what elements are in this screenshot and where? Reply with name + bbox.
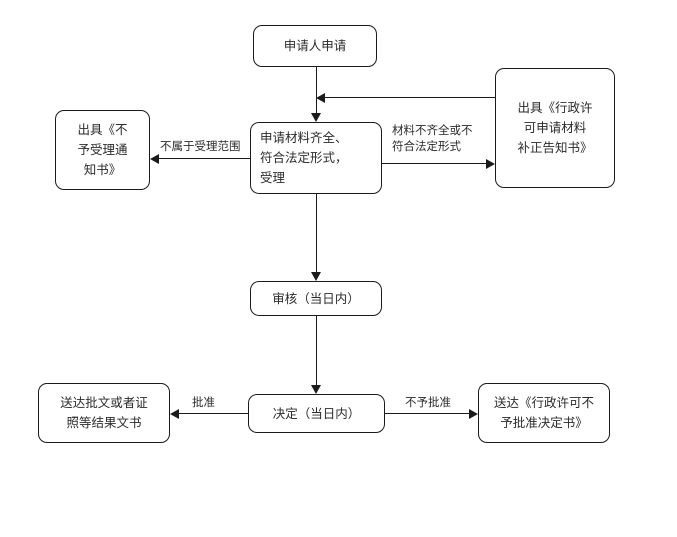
arrowhead-left-deliver-approval [170,409,179,419]
edge-decision-to-deliver-rejection [385,413,470,414]
node-deliver-rejection-decision[interactable]: 送达《行政许可不 予批准决定书》 [478,383,610,443]
node-non-acceptance-notice[interactable]: 出具《不 予受理通 知书》 [55,110,150,190]
node-label: 申请材料齐全、 符合法定形式， 受理 [260,130,348,185]
edge-label-materials-incomplete: 材料不齐全或不 符合法定形式 [392,123,473,153]
node-label: 送达《行政许可不 予批准决定书》 [493,395,594,430]
node-label: 出具《行政许 可申请材料 补正告知书》 [517,100,593,155]
edge-accept-check-to-review [316,194,317,274]
node-review[interactable]: 审核（当日内） [250,281,382,316]
edge-label-not-approved: 不予批准 [405,395,451,409]
node-label: 申请人申请 [283,38,347,53]
node-label: 审核（当日内） [272,290,360,306]
node-accept-check[interactable]: 申请材料齐全、 符合法定形式， 受理 [250,122,382,194]
arrowhead-down-decision [311,385,321,394]
arrowhead-right-deliver-rejection [469,409,478,419]
node-decision[interactable]: 决定（当日内） [248,394,385,433]
arrowhead-left-non-acceptance [150,154,159,164]
node-applicant-application[interactable]: 申请人申请 [253,25,377,67]
node-label: 出具《不 予受理通 知书》 [77,122,128,177]
node-deliver-approval-documents[interactable]: 送达批文或者证 照等结果文书 [38,383,170,443]
node-label: 决定（当日内） [272,405,361,421]
node-label: 送达批文或者证 照等结果文书 [60,395,148,430]
arrowhead-down-review [311,272,321,281]
arrowhead-left-return-to-application-flow [316,93,325,103]
arrowhead-right-supplement [486,159,495,169]
edge-accept-check-to-supplement [382,163,487,164]
edge-label-not-in-scope: 不属于受理范围 [160,139,241,153]
edge-label-approved: 批准 [192,395,215,409]
edge-review-to-decision [316,316,317,387]
node-supplement-notice[interactable]: 出具《行政许 可申请材料 补正告知书》 [495,68,615,188]
edge-decision-to-deliver-approval [178,413,248,414]
edge-supplement-to-application-flow [324,97,495,98]
edge-accept-check-to-non-acceptance [158,158,250,159]
arrowhead-down-accept-check [311,113,321,122]
